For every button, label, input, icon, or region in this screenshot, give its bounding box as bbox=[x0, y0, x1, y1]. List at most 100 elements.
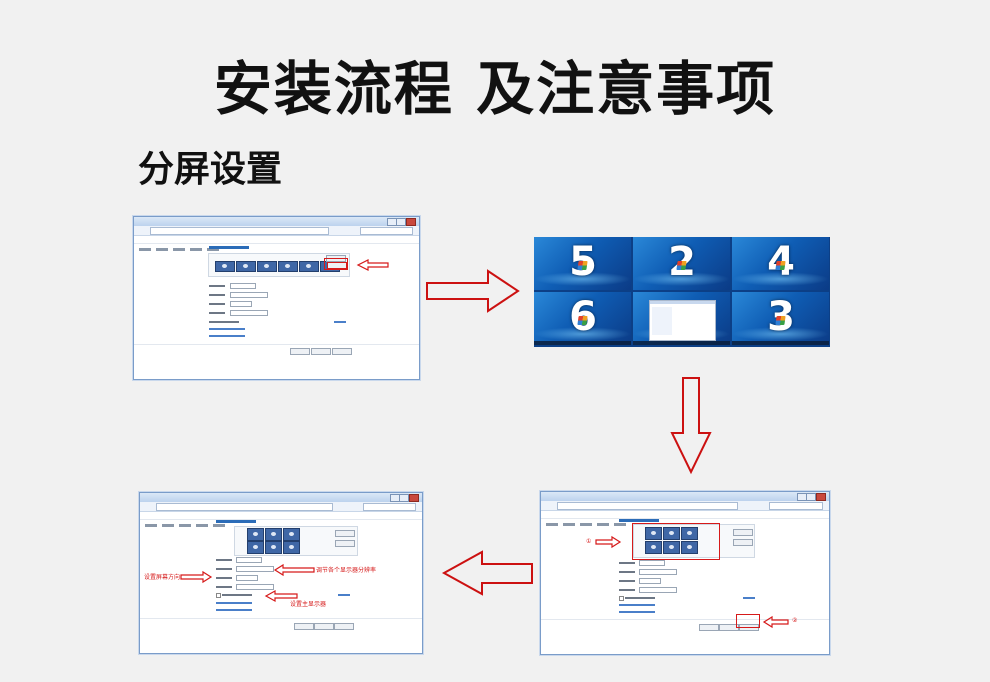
monitor-icon[interactable] bbox=[278, 261, 298, 272]
apply-highlight-box bbox=[736, 614, 760, 628]
resolution-label bbox=[209, 294, 225, 296]
apply-button[interactable] bbox=[332, 348, 352, 355]
multiple-displays-select[interactable] bbox=[230, 310, 268, 316]
section-title: 分屏设置 bbox=[138, 149, 283, 190]
menu-bar bbox=[541, 511, 829, 526]
display-select[interactable] bbox=[639, 560, 665, 566]
menu-bar bbox=[140, 512, 422, 527]
maximize-icon[interactable] bbox=[396, 218, 406, 226]
search-input[interactable] bbox=[769, 502, 823, 510]
primary-display-checkbox[interactable] bbox=[619, 596, 624, 601]
identify-button[interactable] bbox=[327, 262, 347, 269]
window-titlebar bbox=[140, 493, 422, 502]
monitor-icon[interactable] bbox=[663, 527, 680, 540]
search-input[interactable] bbox=[363, 503, 416, 511]
multiple-displays-select[interactable] bbox=[236, 584, 274, 590]
orientation-label bbox=[619, 580, 635, 582]
ok-button[interactable] bbox=[290, 348, 310, 355]
close-icon[interactable] bbox=[406, 218, 416, 226]
primary-display-label bbox=[222, 594, 252, 596]
settings-help-link[interactable] bbox=[619, 611, 655, 613]
flow-arrow-right bbox=[426, 269, 520, 313]
advanced-settings-link[interactable] bbox=[743, 597, 755, 599]
monitor-icon[interactable] bbox=[283, 528, 300, 541]
dialog-heading bbox=[216, 520, 256, 523]
search-input[interactable] bbox=[359, 227, 413, 235]
address-bar bbox=[541, 501, 829, 511]
identify-highlight-box bbox=[324, 258, 348, 270]
address-bar bbox=[140, 502, 422, 512]
primary-display-checkbox[interactable] bbox=[216, 593, 221, 598]
pointer-arrow-resolution bbox=[273, 563, 315, 577]
monitor-icon[interactable] bbox=[265, 528, 282, 541]
detect-button[interactable] bbox=[335, 530, 355, 537]
monitor-icon[interactable] bbox=[645, 541, 662, 554]
text-size-link[interactable] bbox=[216, 602, 252, 604]
address-field[interactable] bbox=[150, 227, 329, 235]
orientation-annotation: 设置屏幕方向 bbox=[144, 574, 181, 581]
text-size-link[interactable] bbox=[619, 604, 655, 606]
identify-button[interactable] bbox=[335, 540, 355, 547]
display-label bbox=[209, 285, 225, 287]
primary-display-annotation: 设置主显示器 bbox=[290, 601, 327, 608]
monitor-arrangement-panel[interactable] bbox=[633, 524, 755, 558]
monitor-icon[interactable] bbox=[247, 528, 264, 541]
pointer-arrow-orientation bbox=[180, 570, 213, 584]
monitor-icon[interactable] bbox=[236, 261, 256, 272]
monitor-icon[interactable] bbox=[283, 541, 300, 554]
step-2-marker: ② bbox=[792, 617, 798, 624]
flow-arrow-left bbox=[441, 550, 533, 596]
resolution-label bbox=[619, 571, 635, 573]
address-field[interactable] bbox=[156, 503, 333, 511]
resolution-select[interactable] bbox=[230, 292, 268, 298]
apply-button[interactable] bbox=[334, 623, 354, 630]
pointer-arrow-step2 bbox=[762, 615, 789, 629]
monitor-icon[interactable] bbox=[299, 261, 319, 272]
screen-tile: 4 bbox=[732, 237, 829, 290]
advanced-settings-link[interactable] bbox=[334, 321, 346, 323]
monitor-icon[interactable] bbox=[681, 541, 698, 554]
orientation-select[interactable] bbox=[639, 578, 661, 584]
display-select[interactable] bbox=[236, 557, 262, 563]
cancel-button[interactable] bbox=[314, 623, 334, 630]
monitor-icon[interactable] bbox=[645, 527, 662, 540]
window-titlebar bbox=[134, 217, 419, 226]
monitor-icon[interactable] bbox=[247, 541, 264, 554]
monitor-icon[interactable] bbox=[215, 261, 235, 272]
monitor-arrangement-panel[interactable] bbox=[234, 526, 358, 556]
display-label bbox=[216, 559, 232, 561]
screen-tile: 3 bbox=[732, 292, 829, 345]
resolution-select[interactable] bbox=[639, 569, 677, 575]
monitor-icon[interactable] bbox=[265, 541, 282, 554]
detect-button[interactable] bbox=[733, 529, 753, 536]
orientation-select[interactable] bbox=[230, 301, 252, 307]
cancel-button[interactable] bbox=[311, 348, 331, 355]
screen-tile: 2 bbox=[633, 237, 730, 290]
resolution-label bbox=[216, 568, 232, 570]
close-icon[interactable] bbox=[409, 494, 419, 502]
dialog-heading bbox=[209, 246, 249, 249]
text-size-link[interactable] bbox=[209, 328, 245, 330]
maximize-icon[interactable] bbox=[806, 493, 816, 501]
identify-button[interactable] bbox=[733, 539, 753, 546]
maximize-icon[interactable] bbox=[399, 494, 409, 502]
display-select[interactable] bbox=[230, 283, 256, 289]
pointer-arrow-step1 bbox=[595, 535, 622, 549]
ok-button[interactable] bbox=[699, 624, 719, 631]
multiple-displays-label bbox=[216, 586, 232, 588]
close-icon[interactable] bbox=[816, 493, 826, 501]
monitor-icon[interactable] bbox=[663, 541, 680, 554]
address-field[interactable] bbox=[557, 502, 738, 510]
advanced-settings-link[interactable] bbox=[338, 594, 350, 596]
pointer-arrow-identify bbox=[356, 259, 389, 271]
orientation-select[interactable] bbox=[236, 575, 258, 581]
settings-help-link[interactable] bbox=[216, 609, 252, 611]
monitor-icon[interactable] bbox=[681, 527, 698, 540]
resolution-select[interactable] bbox=[236, 566, 274, 572]
multiple-displays-label bbox=[209, 312, 225, 314]
ok-button[interactable] bbox=[294, 623, 314, 630]
settings-help-link[interactable] bbox=[209, 335, 245, 337]
multiple-displays-select[interactable] bbox=[639, 587, 677, 593]
multiple-displays-label bbox=[619, 589, 635, 591]
monitor-icon[interactable] bbox=[257, 261, 277, 272]
